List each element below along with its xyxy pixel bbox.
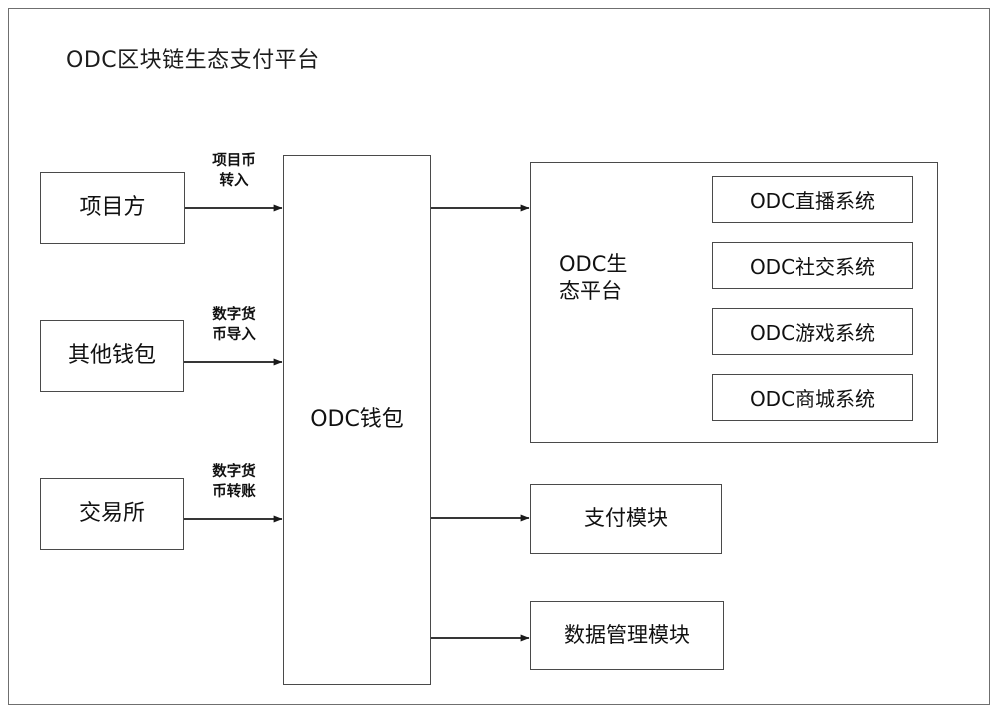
node-odc-wallet[interactable]: ODC钱包 — [283, 155, 431, 685]
edge-label-digital-currency-import: 数字货 币导入 — [212, 307, 256, 343]
node-payment-module[interactable]: 支付模块 — [530, 484, 722, 554]
page-title: ODC区块链生态支付平台 — [66, 48, 320, 73]
panel-odc-ecosystem[interactable]: ODC生 态平台 ODC直播系统 ODC社交系统 ODC游戏系统 ODC商城系统 — [530, 162, 938, 443]
node-data-management-module-label: 数据管理模块 — [564, 622, 690, 647]
node-exchange[interactable]: 交易所 — [40, 478, 184, 550]
panel-odc-ecosystem-label: ODC生 态平台 — [559, 252, 628, 304]
node-odc-wallet-label: ODC钱包 — [310, 406, 404, 432]
node-other-wallet-label: 其他钱包 — [67, 342, 156, 368]
node-exchange-label: 交易所 — [78, 500, 145, 526]
node-odc-live-system-label: ODC直播系统 — [749, 189, 876, 213]
node-odc-social-system[interactable]: ODC社交系统 — [712, 242, 913, 289]
node-odc-live-system[interactable]: ODC直播系统 — [712, 176, 913, 223]
node-odc-game-system-label: ODC游戏系统 — [749, 321, 876, 345]
node-odc-game-system[interactable]: ODC游戏系统 — [712, 308, 913, 355]
node-project-party[interactable]: 项目方 — [40, 172, 185, 244]
node-odc-mall-system[interactable]: ODC商城系统 — [712, 374, 913, 421]
node-other-wallet[interactable]: 其他钱包 — [40, 320, 184, 392]
node-payment-module-label: 支付模块 — [584, 506, 668, 531]
node-project-party-label: 项目方 — [79, 194, 146, 220]
edge-label-digital-currency-transfer: 数字货 币转账 — [212, 464, 256, 500]
node-data-management-module[interactable]: 数据管理模块 — [530, 601, 724, 670]
edge-label-project-token-transfer-in: 项目币 转入 — [212, 153, 256, 189]
node-odc-social-system-label: ODC社交系统 — [749, 255, 876, 279]
node-odc-mall-system-label: ODC商城系统 — [749, 387, 876, 411]
